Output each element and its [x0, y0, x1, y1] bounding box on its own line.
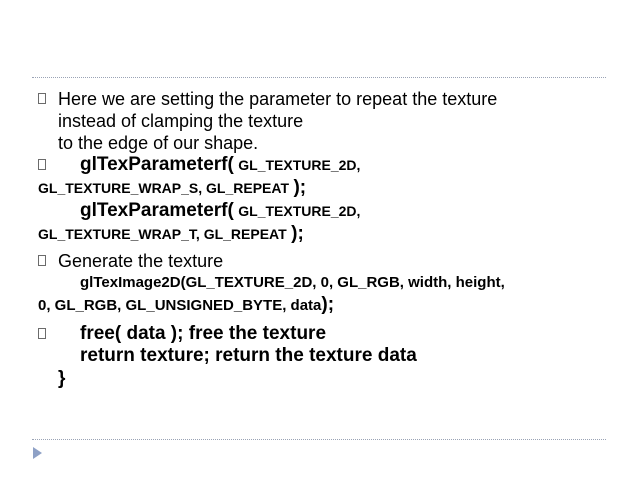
- teximage-end: );: [321, 294, 335, 315]
- teximage-line-2: 0, GL_RGB, GL_UNSIGNED_BYTE, data);: [38, 294, 608, 317]
- bullet-box-icon: [38, 93, 46, 104]
- free-line: free( data ); free the texture: [80, 323, 327, 344]
- call1-line-1: glTexParameterf( GL_TEXTURE_2D,: [58, 154, 608, 177]
- bullet-box-icon: [38, 328, 46, 339]
- closing-brace: }: [58, 368, 66, 389]
- top-divider: [32, 77, 606, 78]
- bullet-1-line-3: to the edge of our shape.: [58, 133, 259, 153]
- call1-end: );: [293, 177, 307, 198]
- return-line: return texture; return the texture data: [80, 345, 417, 366]
- bullet-4: free( data ); free the texture return te…: [38, 323, 608, 367]
- call2-line-2: GL_TEXTURE_WRAP_T, GL_REPEAT );: [38, 223, 608, 246]
- call1-function: glTexParameterf(: [80, 154, 234, 175]
- bullet-1-line-1: Here we are setting the parameter to rep…: [58, 89, 498, 109]
- bullet-1: Here we are setting the parameter to rep…: [38, 88, 608, 154]
- triangle-arrow-icon: [33, 447, 42, 459]
- bullet-box-icon: [38, 159, 46, 170]
- teximage-line-1: glTexImage2D(GL_TEXTURE_2D, 0, GL_RGB, w…: [80, 274, 505, 291]
- bullet-box-icon: [38, 255, 46, 266]
- call2-arg-2: GL_TEXTURE_WRAP_T, GL_REPEAT: [38, 226, 287, 242]
- call2-function: glTexParameterf(: [80, 200, 234, 221]
- call2-end: );: [291, 223, 304, 244]
- call2-arg-1: GL_TEXTURE_2D,: [238, 203, 361, 219]
- bullet-3-title: Generate the texture: [58, 251, 224, 271]
- call1-arg-2: GL_TEXTURE_WRAP_S, GL_REPEAT: [38, 180, 290, 196]
- bullet-2: glTexParameterf( GL_TEXTURE_2D, GL_TEXTU…: [38, 154, 608, 246]
- call1-arg-1: GL_TEXTURE_2D,: [238, 157, 361, 173]
- call2-line-1: glTexParameterf( GL_TEXTURE_2D,: [58, 200, 608, 223]
- bullet-1-line-2: instead of clamping the texture: [58, 111, 304, 131]
- bottom-divider: [32, 439, 606, 440]
- slide-content: Here we are setting the parameter to rep…: [38, 88, 608, 391]
- call1-line-2: GL_TEXTURE_WRAP_S, GL_REPEAT );: [38, 177, 608, 200]
- teximage-args: 0, GL_RGB, GL_UNSIGNED_BYTE, data: [38, 297, 322, 314]
- bullet-3: Generate the texture glTexImage2D(GL_TEX…: [38, 250, 608, 317]
